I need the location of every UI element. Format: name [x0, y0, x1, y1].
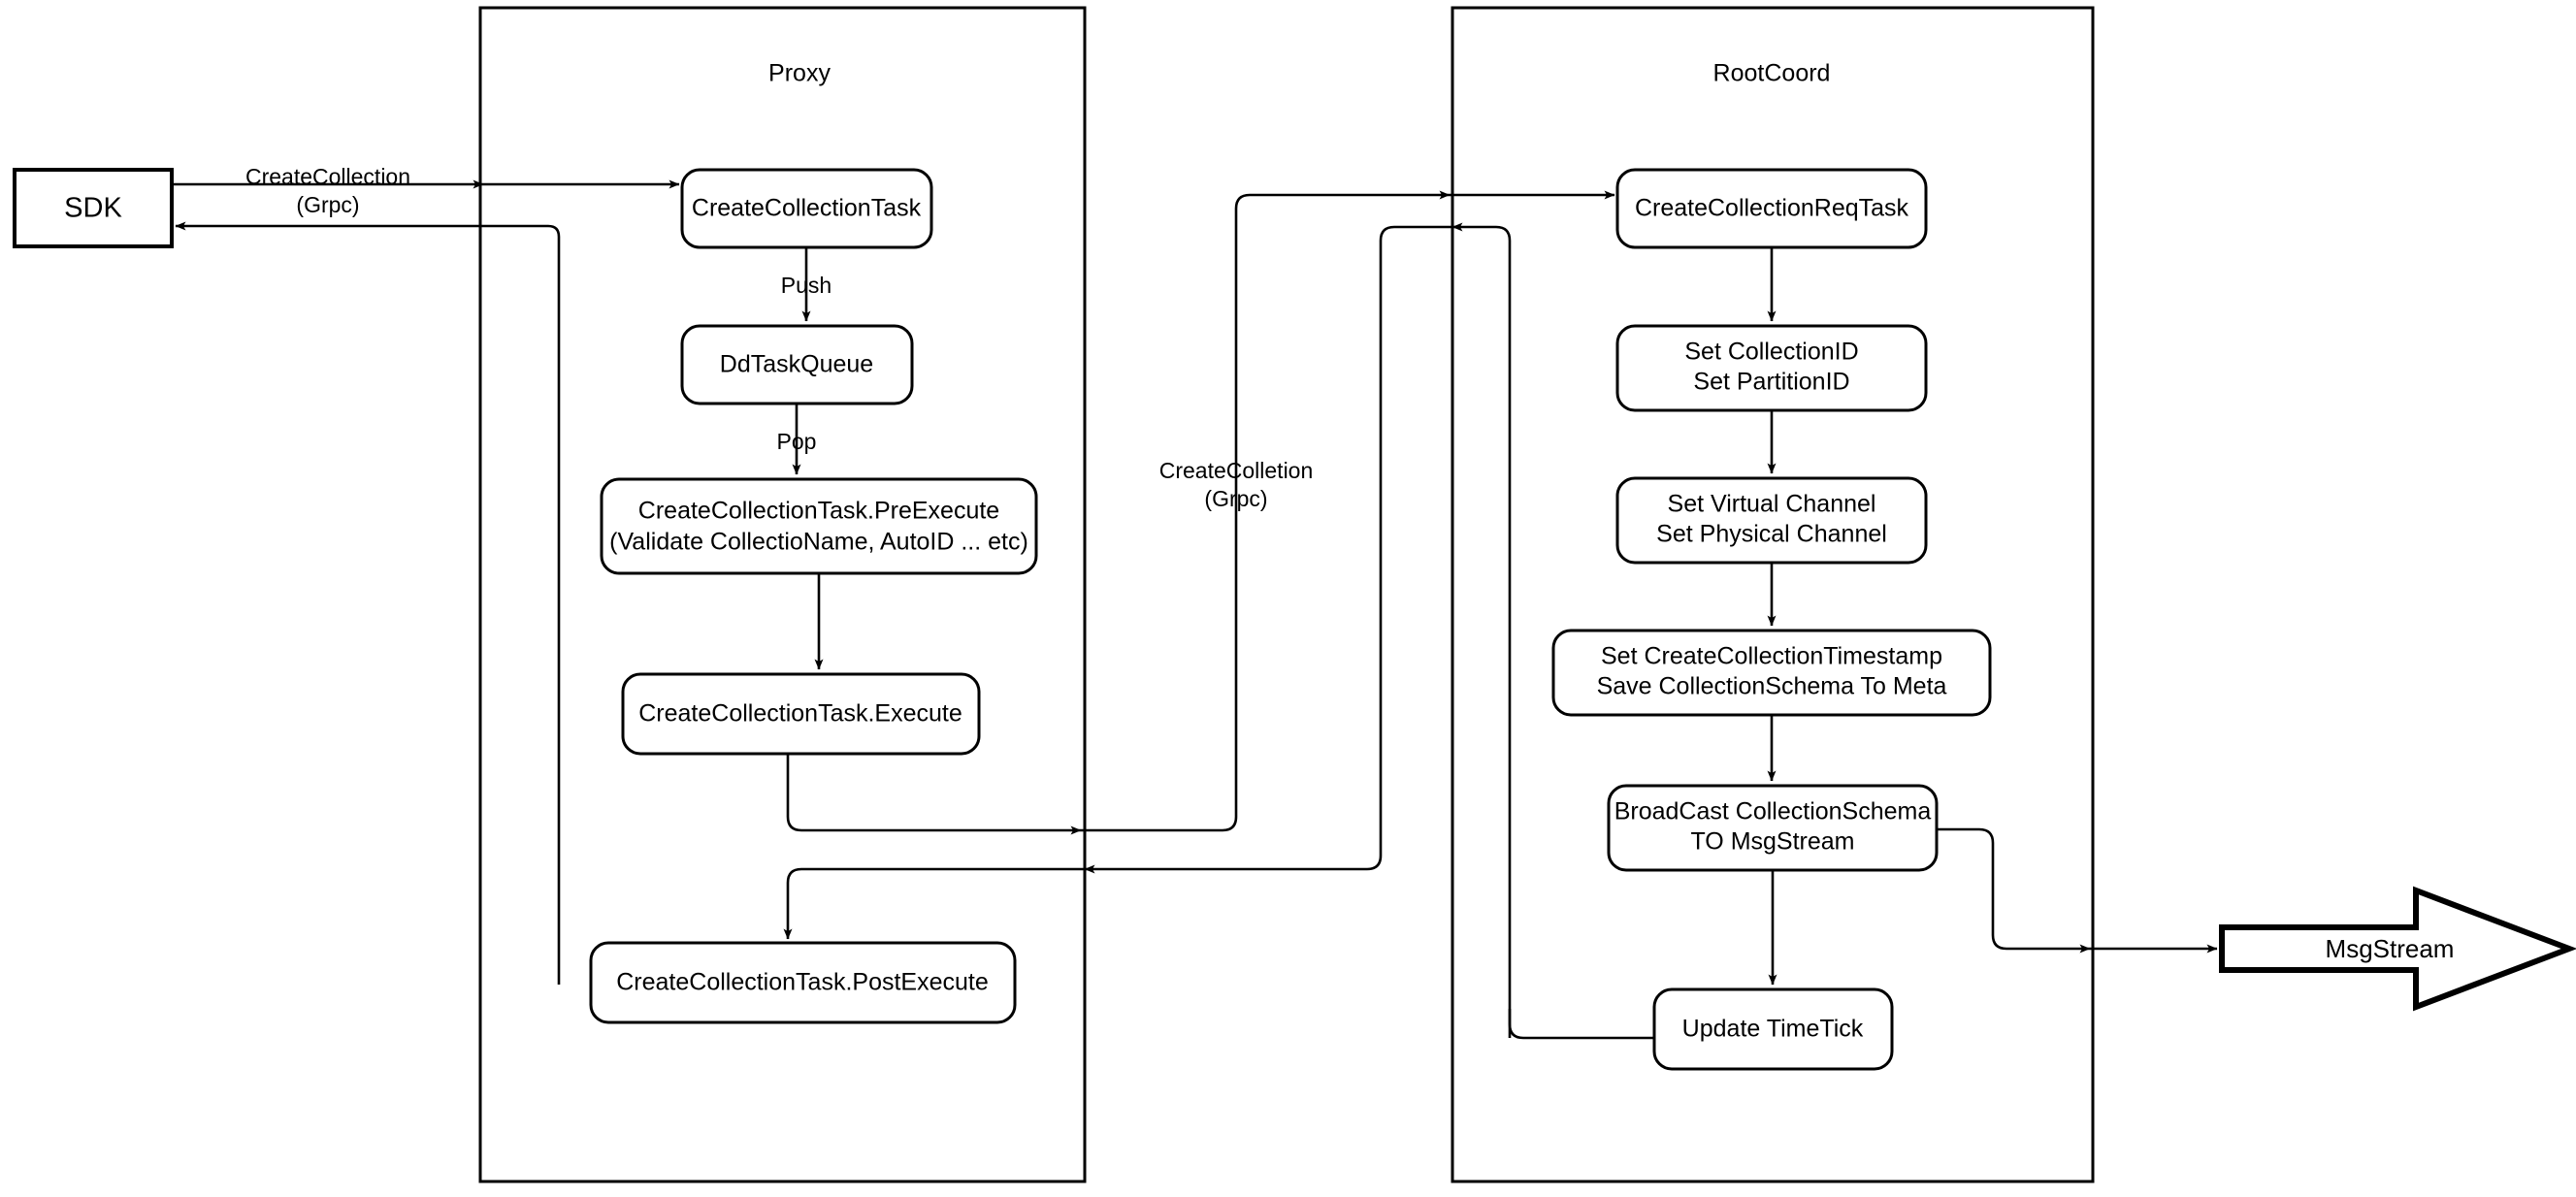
container-proxy: Proxy: [478, 6, 1087, 1183]
node-set-ids-label-line1: Set CollectionID: [1684, 339, 1858, 366]
node-create-collection-req-task-label: CreateCollectionReqTask: [1635, 195, 1909, 222]
edge-label-createcolletion-grpc-line1: CreateColletion: [1159, 458, 1314, 483]
edge-label-pop: Pop: [777, 429, 817, 454]
node-set-timestamp-label-line2: Save CollectionSchema To Meta: [1597, 673, 1947, 700]
node-dd-task-queue-label: DdTaskQueue: [720, 351, 873, 378]
edge-execute-to-rootcoord: CreateColletion (Grpc): [786, 190, 1615, 835]
container-rootcoord-title: RootCoord: [1713, 60, 1831, 87]
edge-proxy-to-sdk-return: [175, 221, 561, 985]
node-set-ids[interactable]: Set CollectionID Set PartitionID: [1615, 324, 1928, 412]
edge-broadcast-to-msgstream: [1937, 827, 2218, 954]
node-create-collection-req-task[interactable]: CreateCollectionReqTask: [1615, 168, 1928, 249]
node-post-execute-label: CreateCollectionTask.PostExecute: [616, 969, 989, 996]
node-sdk[interactable]: SDK: [13, 168, 174, 248]
container-rootcoord: RootCoord: [1451, 6, 2095, 1183]
node-execute[interactable]: CreateCollectionTask.Execute: [621, 672, 981, 756]
edge-updatetimetick-to-return: [1508, 1009, 1654, 1040]
node-set-channels-label-line1: Set Virtual Channel: [1668, 491, 1876, 518]
edge-label-createcollection-grpc-line1: CreateCollection: [245, 164, 410, 189]
node-pre-execute-label-line2: (Validate CollectioName, AutoID ... etc): [609, 529, 1028, 556]
node-update-timetick[interactable]: Update TimeTick: [1652, 987, 1894, 1071]
edge-sdk-to-proxy: CreateCollection (Grpc): [172, 164, 680, 217]
node-set-channels-label-line2: Set Physical Channel: [1656, 521, 1887, 548]
node-create-collection-task-label: CreateCollectionTask: [692, 195, 922, 222]
edge-rootcoord-to-post-execute: [783, 222, 1512, 1038]
node-set-channels[interactable]: Set Virtual Channel Set Physical Channel: [1615, 476, 1928, 565]
edge-push: Push: [781, 247, 831, 322]
node-create-collection-task[interactable]: CreateCollectionTask: [680, 168, 933, 249]
node-sdk-label: SDK: [64, 193, 122, 224]
node-set-ids-label-line2: Set PartitionID: [1693, 369, 1849, 396]
node-set-timestamp-label-line1: Set CreateCollectionTimestamp: [1601, 643, 1942, 670]
node-msgstream[interactable]: MsgStream: [2219, 886, 2576, 1012]
node-post-execute[interactable]: CreateCollectionTask.PostExecute: [589, 941, 1017, 1024]
node-execute-label: CreateCollectionTask.Execute: [638, 700, 962, 728]
node-broadcast-label-line1: BroadCast CollectionSchema: [1614, 798, 1932, 825]
node-pre-execute-label-line1: CreateCollectionTask.PreExecute: [638, 498, 999, 525]
edge-label-push: Push: [781, 273, 831, 298]
node-broadcast-label-line2: TO MsgStream: [1690, 828, 1854, 856]
edge-pop: Pop: [777, 404, 817, 475]
node-dd-task-queue[interactable]: DdTaskQueue: [680, 324, 914, 405]
node-pre-execute[interactable]: CreateCollectionTask.PreExecute (Validat…: [600, 477, 1038, 575]
node-msgstream-label: MsgStream: [2326, 934, 2455, 963]
edge-label-createcolletion-grpc-line2: (Grpc): [1204, 486, 1267, 511]
node-broadcast[interactable]: BroadCast CollectionSchema TO MsgStream: [1607, 784, 1939, 872]
edge-label-createcollection-grpc-line2: (Grpc): [296, 192, 359, 217]
node-set-timestamp[interactable]: Set CreateCollectionTimestamp Save Colle…: [1551, 629, 1992, 717]
node-update-timetick-label: Update TimeTick: [1682, 1016, 1864, 1043]
container-proxy-title: Proxy: [768, 60, 831, 87]
